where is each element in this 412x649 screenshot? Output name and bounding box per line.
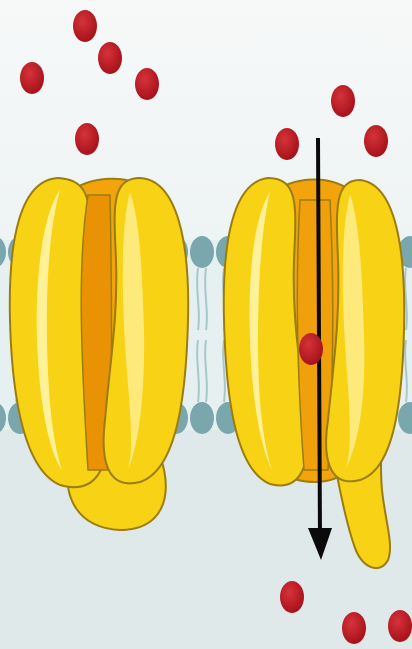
open-channel-right-subunit <box>326 180 404 481</box>
molecule <box>275 128 299 160</box>
molecule <box>75 123 99 155</box>
molecule <box>280 581 304 613</box>
molecule <box>364 125 388 157</box>
molecule <box>388 610 412 642</box>
molecule <box>342 612 366 644</box>
molecule <box>98 42 122 74</box>
molecule <box>331 85 355 117</box>
lipid-head <box>190 402 214 434</box>
molecule <box>299 333 323 365</box>
molecule-in-channel <box>299 333 323 365</box>
molecule <box>20 62 44 94</box>
lipid-head <box>190 236 214 268</box>
molecule <box>73 10 97 42</box>
molecule <box>135 68 159 100</box>
